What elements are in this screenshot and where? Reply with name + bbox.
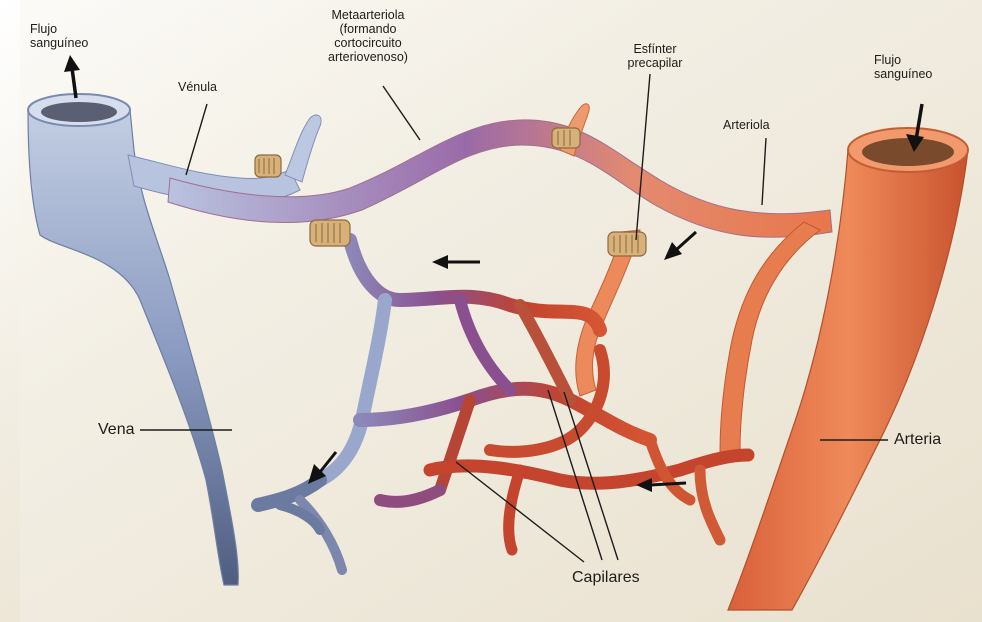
label-venula: Vénula: [178, 80, 217, 94]
sphincter-branch: [552, 128, 580, 148]
label-esfinter-precapilar: Esfínter precapilar: [600, 42, 710, 70]
label-flujo-sanguineo-left: Flujo sanguíneo: [30, 22, 88, 50]
label-arteriola: Arteriola: [723, 118, 770, 132]
label-metaarteriola: Metaarteriola (formando cortocircuito ar…: [303, 8, 433, 64]
label-arteria: Arteria: [894, 431, 941, 449]
label-flujo-sanguineo-right: Flujo sanguíneo: [874, 53, 932, 81]
label-capilares: Capilares: [572, 569, 640, 587]
sphincter-meta: [310, 220, 350, 246]
label-vena: Vena: [98, 421, 134, 439]
sphincter-venule: [255, 155, 281, 177]
sphincter-precapillary: [608, 232, 646, 256]
